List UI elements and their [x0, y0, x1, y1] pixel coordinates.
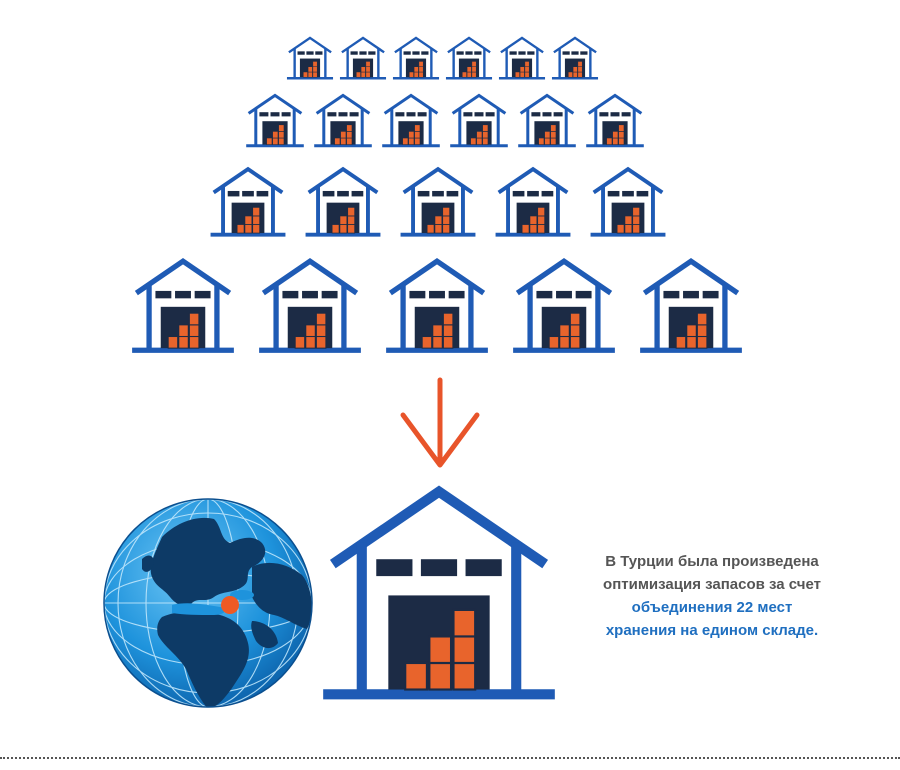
warehouse-icon [286, 36, 334, 80]
warehouse-icon [400, 166, 476, 237]
warehouse-icon [551, 36, 599, 80]
warehouse-icon [259, 258, 361, 353]
warehouse-icon [246, 93, 304, 148]
caption-line-1: В Турции была произведена [605, 553, 819, 570]
warehouse-icon [339, 36, 387, 80]
caption-highlight-line-2: хранения на едином складе. [605, 622, 819, 639]
warehouse-icon [314, 93, 372, 148]
warehouse-icon [518, 93, 576, 148]
warehouse-icon [382, 93, 440, 148]
globe-icon [103, 498, 313, 708]
warehouse-icon [445, 36, 493, 80]
warehouse-icon [450, 93, 508, 148]
location-marker-icon [221, 596, 239, 614]
warehouse-icon [132, 258, 234, 353]
warehouse-icon [386, 258, 488, 353]
warehouse-icon [210, 166, 286, 237]
warehouse-icon [305, 166, 381, 237]
warehouses-group [132, 36, 742, 353]
warehouse-icon [590, 166, 666, 237]
warehouse-icon [640, 258, 742, 353]
caption: В Турции была произведена оптимизация за… [562, 550, 862, 642]
warehouse-icon [498, 36, 546, 80]
caption-highlight-line-1: объединения 22 мест [631, 599, 793, 616]
warehouse-icon [495, 166, 571, 237]
warehouse-icon [586, 93, 644, 148]
dotted-divider [0, 757, 900, 759]
arrow-down-icon [400, 377, 480, 468]
warehouse-icon [392, 36, 440, 80]
warehouse-icon [513, 258, 615, 353]
warehouse-icon [323, 485, 555, 700]
caption-line-2: оптимизация запасов за счет [603, 576, 821, 593]
